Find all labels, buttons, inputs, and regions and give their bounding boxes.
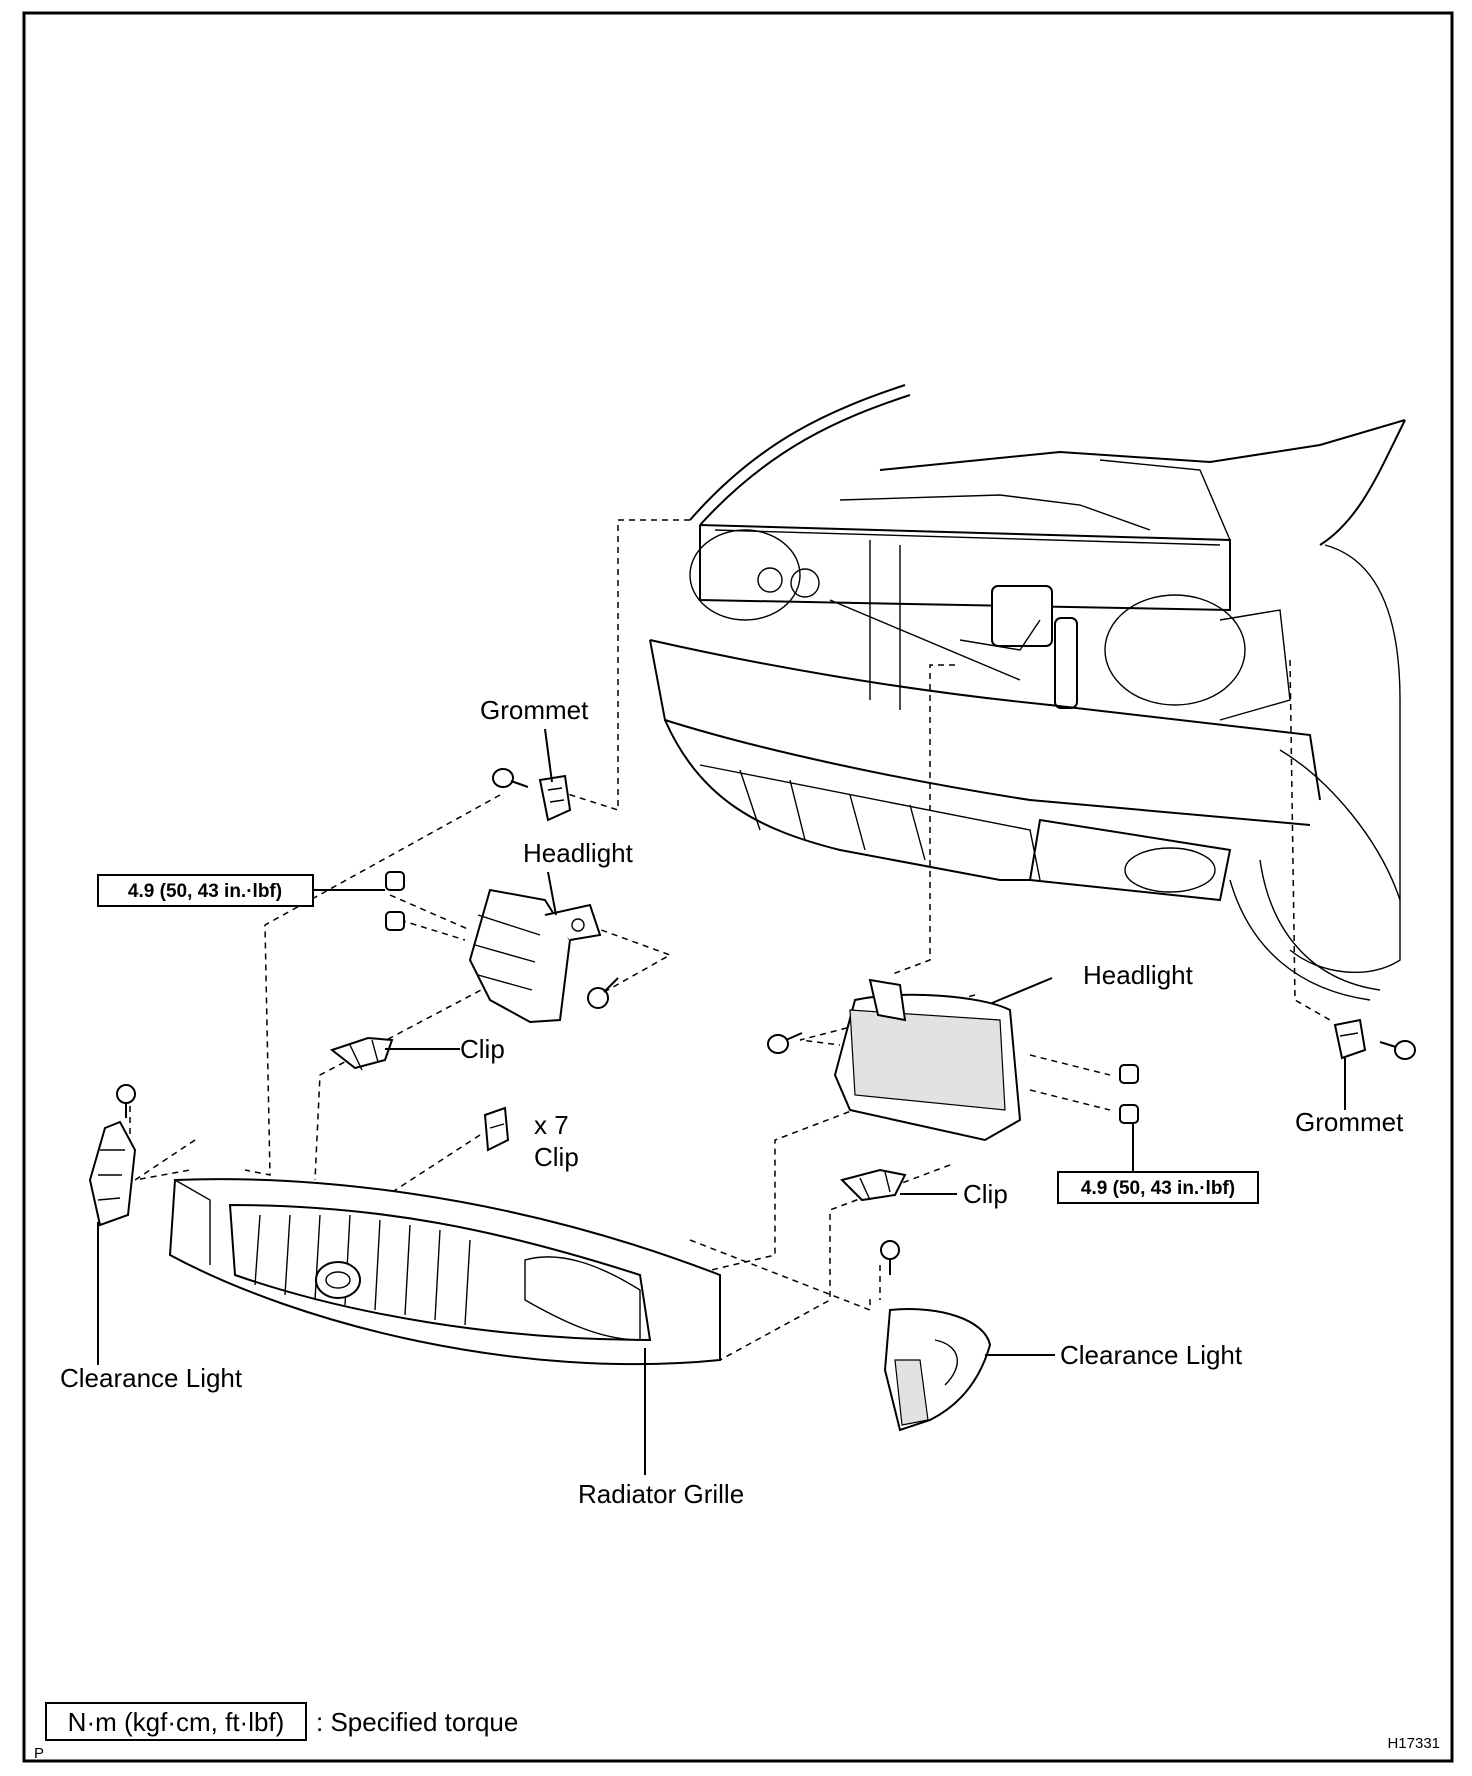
figure-id: H17331 — [1387, 1735, 1440, 1752]
grommet-right-label: Grommet — [1295, 1107, 1404, 1137]
clip-multi-label: Clip — [534, 1142, 579, 1172]
torque-legend: N·m (kgf·cm, ft·lbf) : Specified torque — [45, 1702, 518, 1741]
radiator-grille-label: Radiator Grille — [578, 1479, 744, 1509]
clearance-light-right-label: Clearance Light — [1060, 1340, 1243, 1370]
bolt-icon — [767, 1032, 803, 1054]
clearance-light-right-part — [883, 1308, 992, 1432]
bolt-icon — [492, 768, 529, 788]
bolt-icon — [587, 977, 619, 1009]
clip-multi-qty: x 7 — [534, 1110, 569, 1140]
screw-icon — [116, 1084, 136, 1118]
legend-unit-box: N·m (kgf·cm, ft·lbf) — [68, 1707, 285, 1737]
clearance-light-left-label: Clearance Light — [60, 1363, 243, 1393]
clearance-light-left-part — [88, 1120, 137, 1227]
grommet-left-label: Grommet — [480, 695, 589, 725]
grommet-left-part — [538, 774, 572, 822]
clip-multi-part — [483, 1106, 510, 1152]
grommet-right-part — [1333, 1018, 1367, 1060]
grille-bars — [254, 1214, 471, 1326]
legend-description: : Specified torque — [316, 1707, 518, 1737]
diagram-frame — [22, 11, 1454, 1763]
clip-left-part — [329, 1036, 394, 1071]
radiator-grille-part — [168, 1178, 721, 1366]
corner-mark: P — [34, 1745, 44, 1762]
clip-right-part — [840, 1168, 907, 1202]
emblem-logo — [315, 1261, 361, 1299]
nut-icon — [1119, 1064, 1139, 1124]
headlight-right-label: Headlight — [1083, 960, 1194, 990]
torque-spec-left: 4.9 (50, 43 in.·lbf) — [97, 874, 314, 907]
vehicle-front-body — [649, 384, 1406, 1001]
headlight-right-part — [833, 978, 1022, 1142]
torque-value: 4.9 (50, 43 in.·lbf) — [128, 881, 282, 902]
torque-value: 4.9 (50, 43 in.·lbf) — [1081, 1178, 1235, 1199]
screw-icon — [880, 1240, 900, 1275]
leader-lines — [97, 728, 1346, 1475]
torque-spec-right: 4.9 (50, 43 in.·lbf) — [1057, 1171, 1259, 1204]
bolt-icon — [1379, 1040, 1416, 1060]
headlight-left-label: Headlight — [523, 838, 634, 868]
clip-left-label: Clip — [460, 1034, 505, 1064]
nut-icon — [385, 871, 405, 931]
headlight-left-part — [468, 888, 602, 1024]
clip-right-label: Clip — [963, 1179, 1008, 1209]
